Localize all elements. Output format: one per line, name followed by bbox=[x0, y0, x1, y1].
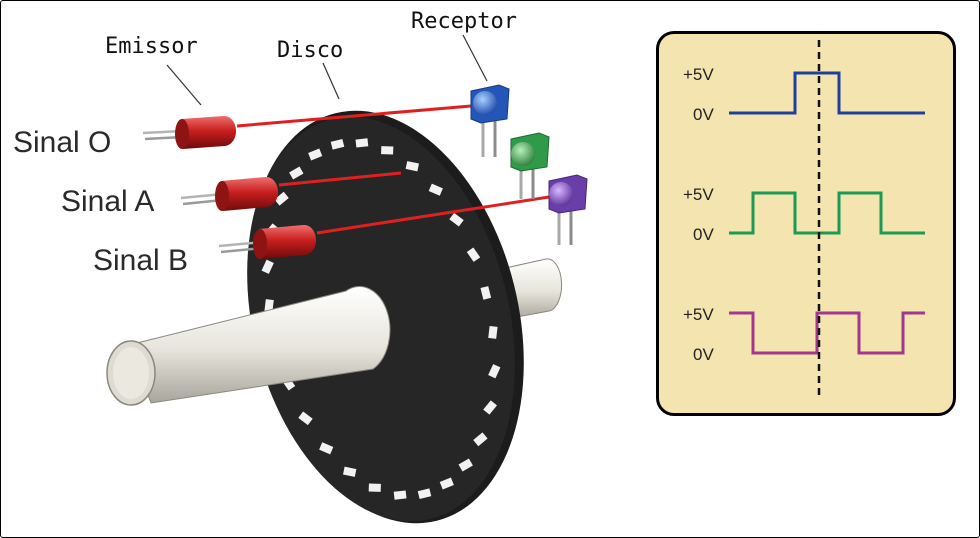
disc-slot bbox=[483, 400, 497, 415]
receptor-a bbox=[510, 132, 550, 199]
disc-slot bbox=[458, 458, 473, 472]
disc-slot bbox=[319, 442, 334, 455]
signal-b-waveform bbox=[729, 311, 925, 355]
disc-slot bbox=[405, 161, 419, 172]
disco-label: Disco bbox=[277, 38, 343, 63]
disc-slot bbox=[488, 364, 501, 379]
disc-slot bbox=[261, 259, 274, 274]
disc-slot bbox=[480, 286, 492, 300]
disc-slot bbox=[439, 477, 454, 490]
receptor-label: Receptor bbox=[411, 9, 517, 34]
disc-slot bbox=[264, 299, 274, 313]
light-beams bbox=[236, 104, 550, 235]
channel-a-high-label: +5V bbox=[683, 185, 714, 204]
sinal-b-label: Sinal B bbox=[93, 244, 188, 277]
emitter-b bbox=[218, 224, 317, 259]
channel-a-low-label: 0V bbox=[693, 225, 714, 244]
disc-slot bbox=[488, 325, 498, 339]
disc-slot bbox=[417, 488, 432, 500]
channel-o-high-label: +5V bbox=[683, 65, 714, 84]
receptor-b bbox=[548, 174, 588, 245]
receptor-o bbox=[470, 84, 510, 157]
emitter-o bbox=[142, 115, 237, 149]
signal-a-waveform bbox=[729, 191, 925, 235]
disc-slot bbox=[428, 183, 443, 196]
disc-slot bbox=[368, 483, 381, 492]
emitter-a bbox=[180, 176, 279, 211]
leader-lines bbox=[166, 34, 488, 106]
disc-slot bbox=[298, 411, 313, 426]
disc-slot bbox=[393, 490, 407, 500]
disc-slot bbox=[355, 138, 369, 148]
channel-b-low-label: 0V bbox=[693, 345, 714, 364]
sinal-a-label: Sinal A bbox=[61, 185, 154, 218]
channel-b-high-label: +5V bbox=[683, 305, 714, 324]
disc-slot bbox=[274, 191, 289, 206]
signal-o-waveform bbox=[729, 71, 925, 115]
disc-slot bbox=[343, 466, 357, 477]
channel-o-low-label: 0V bbox=[693, 105, 714, 124]
emissor-label: Emissor bbox=[105, 34, 198, 59]
disc-slot bbox=[449, 212, 464, 227]
beam-a bbox=[278, 171, 402, 187]
signal-panel: +5V 0V +5V 0V +5V 0V bbox=[656, 31, 956, 416]
disc-slot bbox=[466, 247, 481, 262]
disc-slot bbox=[381, 146, 394, 155]
disc-slot bbox=[308, 148, 323, 161]
beam-b bbox=[316, 195, 550, 235]
beam-o bbox=[236, 104, 472, 128]
sinal-o-label: Sinal O bbox=[13, 126, 111, 159]
signal-waveforms: +5V 0V +5V 0V +5V 0V bbox=[683, 40, 925, 396]
disc-slot bbox=[473, 432, 488, 447]
disc-slot bbox=[330, 138, 345, 150]
disc-slot bbox=[289, 166, 304, 180]
shaft-front bbox=[106, 286, 391, 406]
